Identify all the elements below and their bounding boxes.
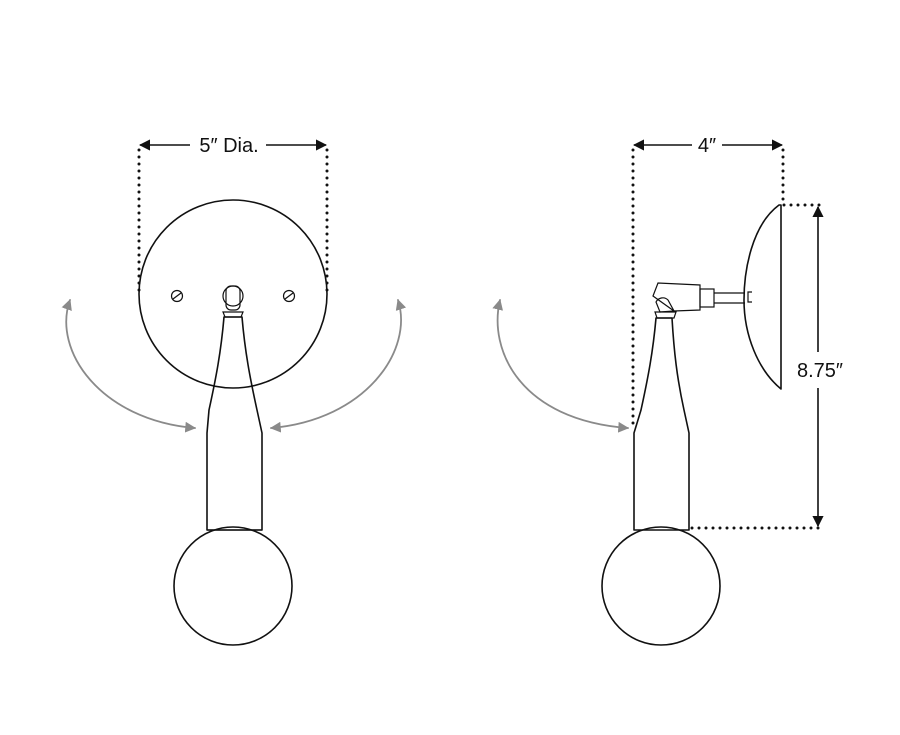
front-width-dimension: 5″ Dia. — [137, 135, 329, 296]
side-height-dimension: 8.75″ — [690, 203, 843, 530]
swing-arrow-left — [61, 298, 197, 433]
swivel-joint — [652, 282, 701, 319]
side-depth-dimension: 4″ — [631, 135, 785, 430]
side-depth-label: 4″ — [698, 135, 716, 157]
lamp-arm — [206, 316, 263, 531]
side-height-label: 8.75″ — [797, 360, 843, 382]
canopy-plate — [138, 199, 328, 389]
globe-bulb — [173, 526, 293, 646]
mounting-screw — [170, 289, 184, 303]
swing-arrow-right — [269, 298, 407, 433]
mount-stem — [699, 288, 752, 308]
swivel-joint — [222, 285, 244, 318]
front-view: 5″ Dia. — [61, 135, 407, 646]
globe-bulb — [601, 526, 721, 646]
swing-arrow-side — [492, 298, 630, 433]
side-view: 4″ 8.75″ — [492, 135, 843, 646]
lamp-arm — [633, 317, 690, 531]
front-width-label: 5″ Dia. — [199, 135, 258, 157]
mounting-screw — [282, 289, 296, 303]
canopy-profile — [743, 204, 782, 390]
